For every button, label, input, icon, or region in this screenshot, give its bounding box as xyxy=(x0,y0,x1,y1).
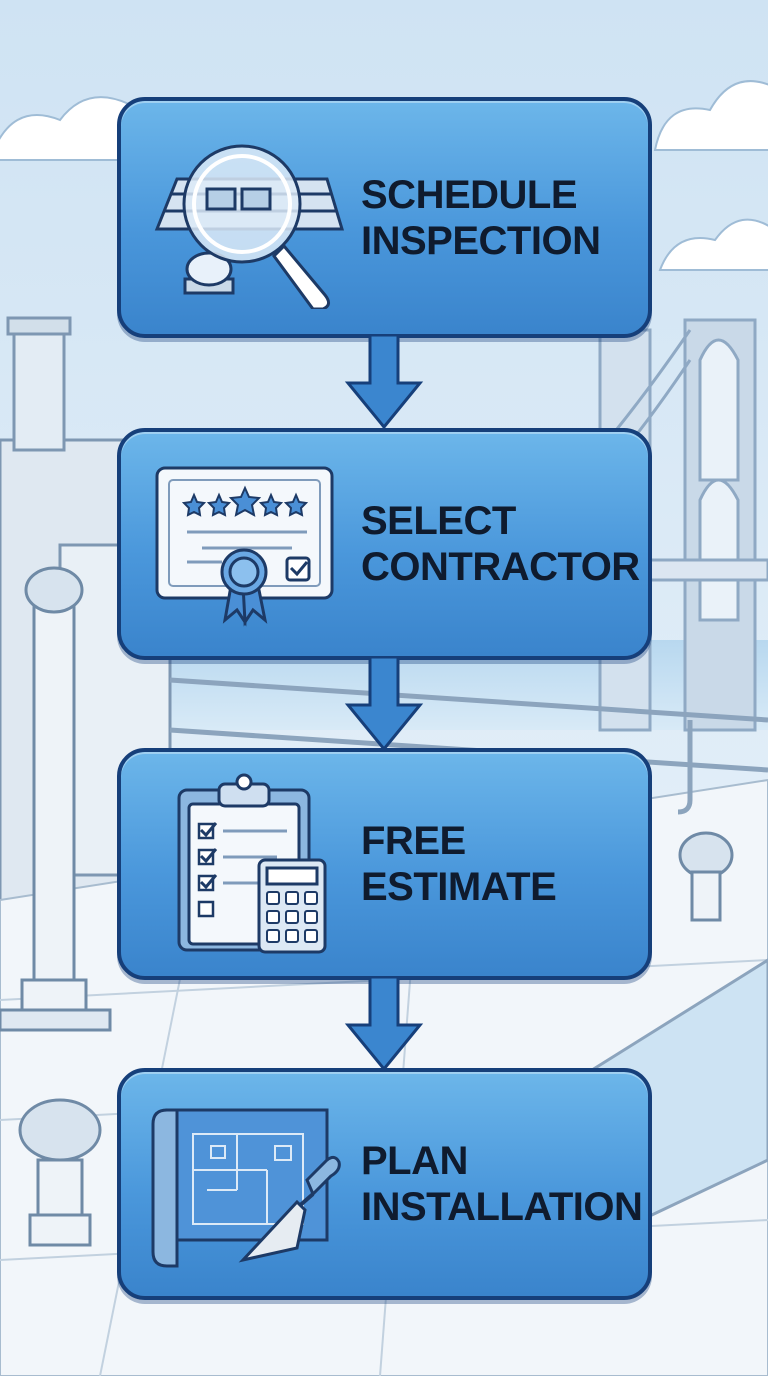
step-plan-installation: PLAN INSTALLATION xyxy=(117,1068,652,1300)
step-label-line2: INSPECTION xyxy=(361,218,601,263)
step-label-line2: INSTALLATION xyxy=(361,1185,643,1229)
step-free-estimate: FREE ESTIMATE xyxy=(117,748,652,980)
magnifier-roof-icon xyxy=(154,144,345,309)
clipboard-calculator-icon xyxy=(177,773,327,954)
cloud-right xyxy=(653,80,768,271)
step-label-line2: CONTRACTOR xyxy=(361,545,640,589)
vent-right xyxy=(678,831,734,922)
vent-left-bottom xyxy=(18,1098,102,1247)
step-label: SCHEDULE INSPECTION xyxy=(361,101,628,334)
step-label-line1: SELECT xyxy=(361,499,516,543)
step-label-line2: ESTIMATE xyxy=(361,865,557,909)
step-label-line1: PLAN xyxy=(361,1139,468,1183)
blueprint-trowel-icon xyxy=(151,1108,341,1268)
step-label: PLAN INSTALLATION xyxy=(361,1072,643,1296)
down-arrow-1 xyxy=(344,335,424,430)
vent-left-tall xyxy=(0,566,112,1032)
step-label-line1: FREE xyxy=(361,819,466,863)
step-label-line1: SCHEDULE xyxy=(361,172,578,217)
step-label: FREE ESTIMATE xyxy=(361,752,628,976)
step-select-contractor: SELECT CONTRACTOR xyxy=(117,428,652,660)
down-arrow-3 xyxy=(344,977,424,1072)
step-label: SELECT CONTRACTOR xyxy=(361,432,640,656)
down-arrow-2 xyxy=(344,657,424,752)
certificate-icon xyxy=(155,466,334,627)
step-schedule-inspection: SCHEDULE INSPECTION xyxy=(117,97,652,338)
